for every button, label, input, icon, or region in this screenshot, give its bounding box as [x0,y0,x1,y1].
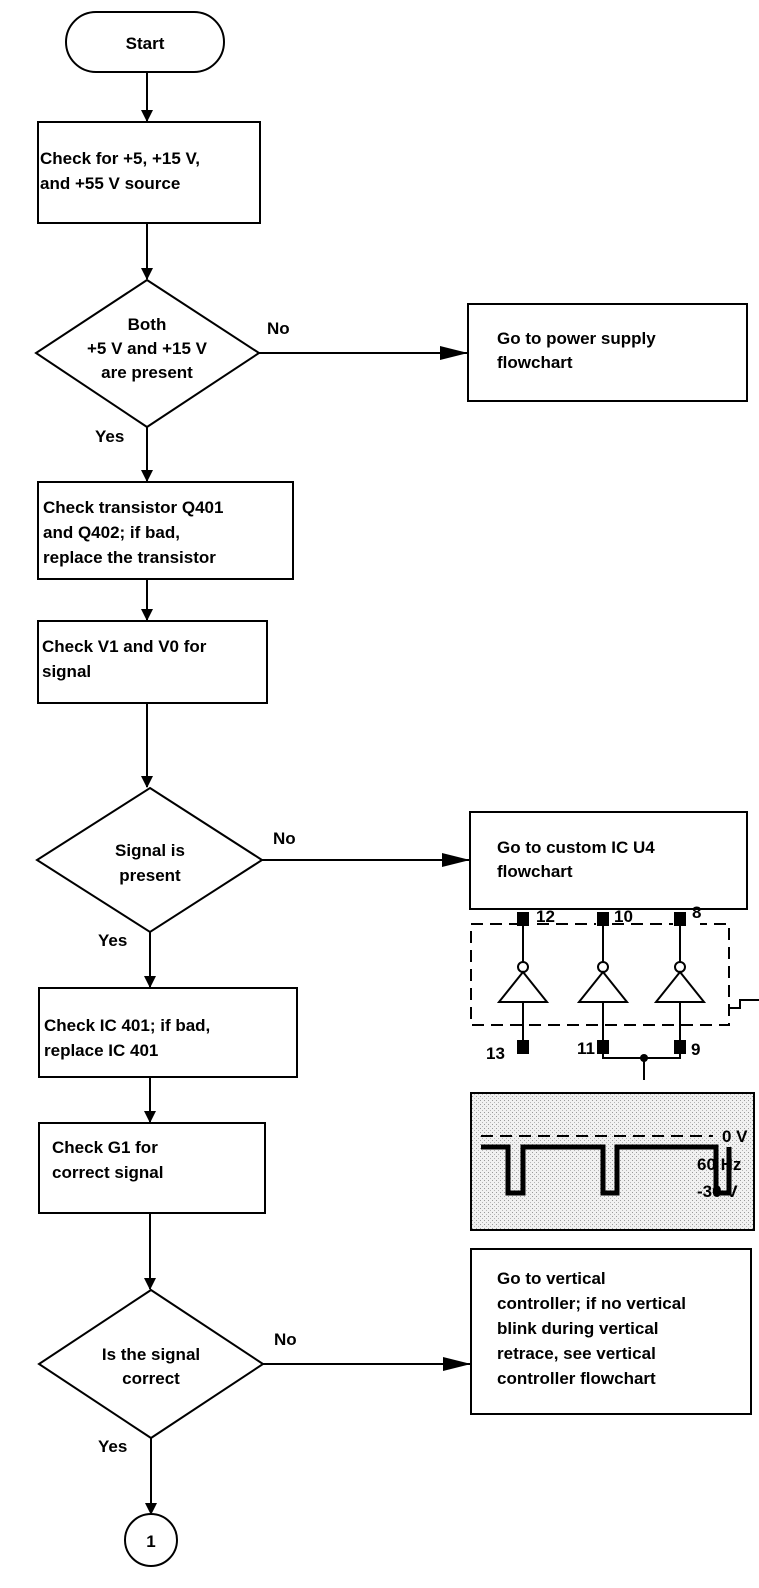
inverter-gate-icon [576,970,630,1003]
no-label: No [273,829,296,848]
pin-8-pad [674,912,686,926]
waveform-level-low: -30 V [697,1182,738,1201]
check-g1-box: Check G1 for correct signal [38,1122,266,1214]
inverter-gate-icon [496,970,550,1003]
check-ic401-line-1: Check IC 401; if bad, [44,1016,210,1035]
decision-signal-line-2: present [119,866,181,885]
decision-correct-line-1: Is the signal [102,1345,200,1364]
start-terminator: Start [65,11,225,73]
vertical-controller-line-4: retrace, see vertical [497,1344,656,1363]
start-label: Start [126,34,165,53]
pin-label-13: 13 [486,1044,505,1063]
offpage-connector: 1 [124,1513,178,1567]
check-transistors-line-1: Check transistor Q401 [43,498,223,517]
yes-label: Yes [98,1437,127,1456]
no-label: No [267,319,290,338]
check-g1-line-1: Check G1 for [52,1138,158,1157]
yes-label: Yes [95,427,124,446]
connector-label: 1 [146,1532,155,1551]
waveform-panel: 0 V 60 Hz -30 V [470,1092,755,1231]
no-label: No [274,1330,297,1349]
pin-12-pad [517,912,529,926]
decision-signal-line-1: Signal is [115,841,185,860]
check-ic401-box: Check IC 401; if bad, replace IC 401 [38,987,298,1078]
decision-signal-correct: Is the signal correct [37,1288,265,1440]
power-supply-box: Go to power supply flowchart [467,303,748,402]
inverter-ic-diagram: 12 10 8 13 11 9 [470,903,759,1080]
waveform-frequency: 60 Hz [697,1155,741,1174]
vertical-controller-line-2: controller; if no vertical [497,1294,686,1313]
inverter-gate-icon [653,970,707,1003]
pin-10-pad [597,912,609,926]
check-sources-line-2: and +55 V source [40,174,180,193]
vertical-controller-line-5: controller flowchart [497,1369,656,1388]
power-supply-line-2: flowchart [497,353,573,372]
vertical-controller-line-1: Go to vertical [497,1269,606,1288]
custom-ic-line-2: flowchart [497,862,573,881]
custom-ic-box: Go to custom IC U4 flowchart [469,811,748,910]
pin-label-8: 8 [692,903,701,922]
pin-label-11: 11 [577,1039,595,1058]
check-v1-v0-box: Check V1 and V0 for signal [37,620,268,704]
check-sources-line-1: Check for +5, +15 V, [40,149,200,168]
decision-voltages-present: Both +5 V and +15 V are present [34,278,261,429]
vertical-controller-box: Go to vertical controller; if no vertica… [470,1248,752,1415]
decision-voltages-line-2: +5 V and +15 V [87,339,208,358]
check-transistors-line-2: and Q402; if bad, [43,523,180,542]
custom-ic-line-1: Go to custom IC U4 [497,838,655,857]
decision-correct-line-2: correct [122,1369,180,1388]
pin-13-pad [517,1040,529,1054]
pin-label-12: 12 [536,907,555,926]
yes-label: Yes [98,931,127,950]
decision-voltages-line-1: Both [128,315,167,334]
check-sources-box: Check for +5, +15 V, and +55 V source [37,121,261,224]
check-v1-v0-line-1: Check V1 and V0 for [42,637,207,656]
decision-signal-present: Signal is present [35,786,264,934]
check-transistors-box: Check transistor Q401 and Q402; if bad, … [37,481,294,580]
pin-11-pad [597,1040,609,1054]
check-v1-v0-line-2: signal [42,662,91,681]
check-ic401-line-2: replace IC 401 [44,1041,158,1060]
vertical-controller-line-3: blink during vertical [497,1319,659,1338]
waveform-level-high: 0 V [722,1127,748,1146]
power-supply-line-1: Go to power supply [497,329,656,348]
output-trace [729,999,759,1009]
check-transistors-line-3: replace the transistor [43,548,216,567]
pin-label-10: 10 [614,907,633,926]
check-g1-line-2: correct signal [52,1163,164,1182]
pin-9-pad [674,1040,686,1054]
square-wave-trace [481,1144,732,1196]
pin-label-9: 9 [691,1040,700,1059]
decision-voltages-line-3: are present [101,363,193,382]
